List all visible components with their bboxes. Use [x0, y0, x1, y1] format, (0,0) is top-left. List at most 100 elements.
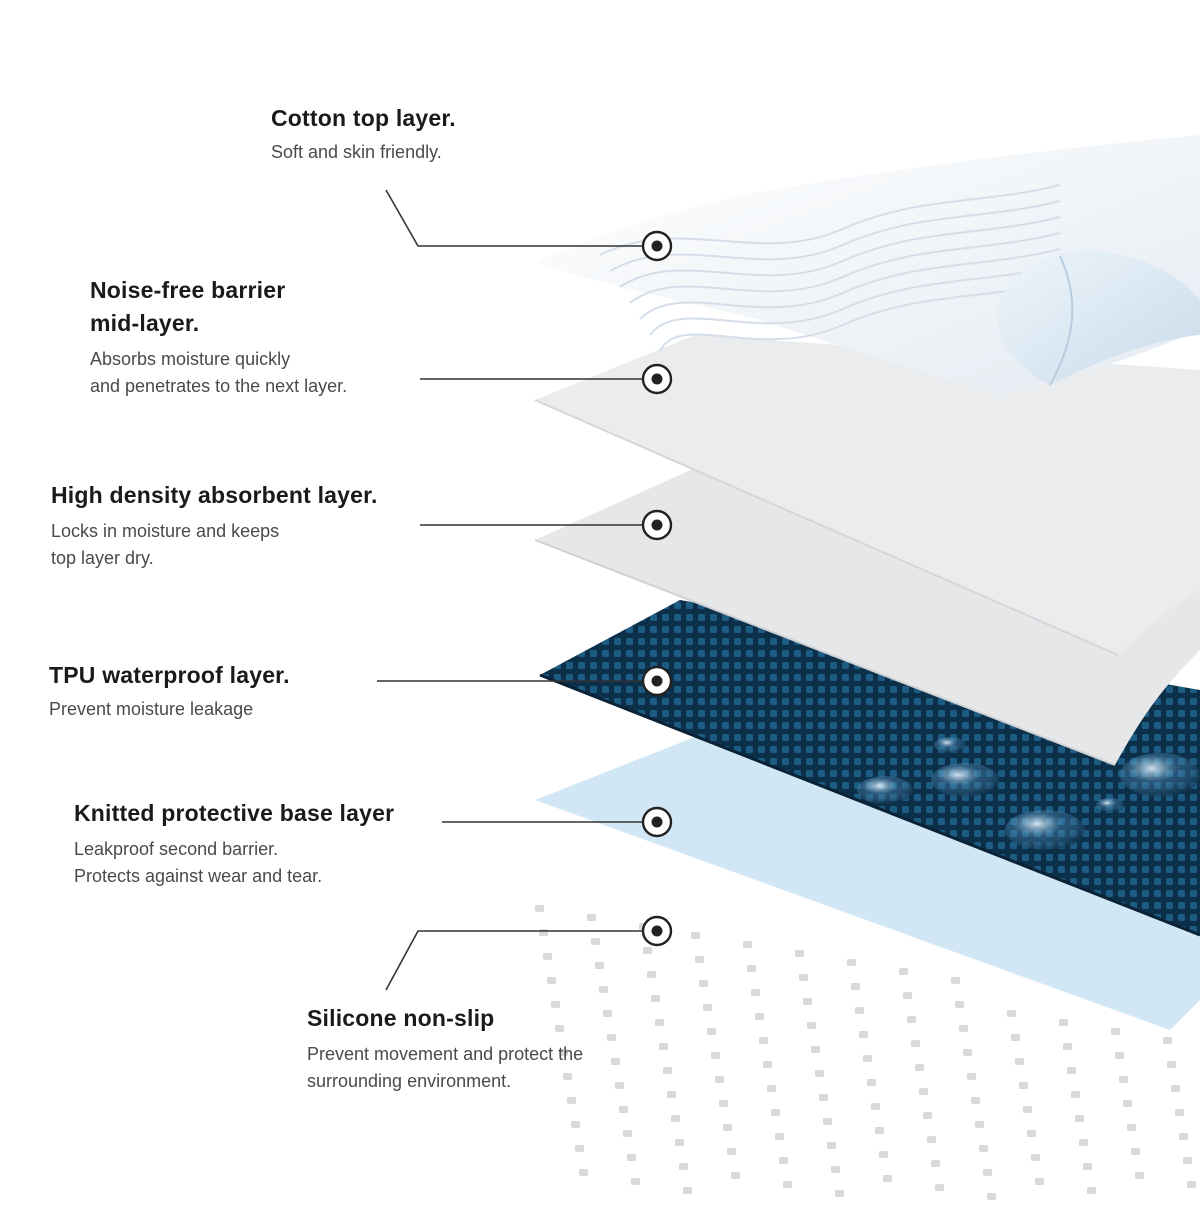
silicone-dot — [871, 1103, 880, 1110]
silicone-dot — [663, 1067, 672, 1074]
silicone-dot — [1119, 1076, 1128, 1083]
silicone-dot — [1135, 1172, 1144, 1179]
silicone-dot — [723, 1124, 732, 1131]
silicone-dot — [623, 1130, 632, 1137]
silicone-dot — [799, 974, 808, 981]
silicone-dot — [691, 932, 700, 939]
silicone-dot — [847, 959, 856, 966]
silicone-dot — [667, 1091, 676, 1098]
silicone-dot — [823, 1118, 832, 1125]
silicone-dot — [867, 1079, 876, 1086]
silicone-dot — [655, 1019, 664, 1026]
silicone-dot — [911, 1040, 920, 1047]
silicone-dot — [1027, 1130, 1036, 1137]
quilt-line — [659, 280, 1061, 352]
silicone-dot — [775, 1133, 784, 1140]
silicone-dot — [1067, 1067, 1076, 1074]
silicone-dot — [619, 1106, 628, 1113]
silicone-dot — [1167, 1061, 1176, 1068]
quilt-line — [649, 264, 1061, 336]
silicone-dot — [907, 1016, 916, 1023]
silicone-dot — [611, 1058, 620, 1065]
silicone-dot — [767, 1085, 776, 1092]
silicone-dot — [1031, 1154, 1040, 1161]
silicone-dot — [627, 1154, 636, 1161]
silicone-dot — [935, 1184, 944, 1191]
silicone-dot — [1059, 1019, 1068, 1026]
silicone-dot — [643, 947, 652, 954]
label-description: Soft and skin friendly. — [271, 142, 442, 162]
silicone-dot — [915, 1064, 924, 1071]
label-title: Cotton top layer. — [271, 105, 456, 131]
silicone-dot — [1175, 1109, 1184, 1116]
label-silicone-non-slip: Silicone non-slip Prevent movement and p… — [307, 1002, 583, 1095]
silicone-dot — [1083, 1163, 1092, 1170]
marker-dot-icon — [641, 806, 673, 838]
silicone-dot — [1111, 1028, 1120, 1035]
label-absorbent-layer: High density absorbent layer. Locks in m… — [51, 479, 378, 572]
silicone-dot — [755, 1013, 764, 1020]
silicone-dot — [711, 1052, 720, 1059]
silicone-dot — [899, 968, 908, 975]
silicone-dot — [547, 977, 556, 984]
silicone-dot — [747, 965, 756, 972]
silicone-dot — [759, 1037, 768, 1044]
silicone-dot — [659, 1043, 668, 1050]
silicone-dot — [851, 983, 860, 990]
silicone-dot — [675, 1139, 684, 1146]
silicone-dot — [607, 1034, 616, 1041]
silicone-dot — [1079, 1139, 1088, 1146]
silicone-dot — [559, 1049, 568, 1056]
label-knitted-base-layer: Knitted protective base layer Leakproof … — [74, 797, 394, 890]
silicone-dot — [539, 929, 548, 936]
quilt-line — [599, 184, 1061, 256]
silicone-dot — [1171, 1085, 1180, 1092]
label-noise-free-mid-layer: Noise-free barrier mid-layer. Absorbs mo… — [90, 274, 347, 400]
silicone-dot — [679, 1163, 688, 1170]
silicone-dot — [967, 1073, 976, 1080]
silicone-dot — [543, 953, 552, 960]
silicone-dot — [603, 1010, 612, 1017]
silicone-dot — [979, 1145, 988, 1152]
silicone-dot — [983, 1169, 992, 1176]
silicone-dot — [1075, 1115, 1084, 1122]
silicone-dot — [955, 1001, 964, 1008]
silicone-dot — [567, 1097, 576, 1104]
label-description: Leakproof second barrier. Protects again… — [74, 839, 323, 886]
silicone-dot — [855, 1007, 864, 1014]
silicone-dot — [743, 941, 752, 948]
silicone-dot — [571, 1121, 580, 1128]
label-cotton-top-layer: Cotton top layer. Soft and skin friendly… — [271, 102, 456, 166]
silicone-dot — [715, 1076, 724, 1083]
silicone-dot — [651, 995, 660, 1002]
silicone-dot — [1007, 1010, 1016, 1017]
silicone-dot — [587, 914, 596, 921]
silicone-dot — [1115, 1052, 1124, 1059]
silicone-dot — [807, 1022, 816, 1029]
silicone-dot — [975, 1121, 984, 1128]
silicone-dot — [1023, 1106, 1032, 1113]
silicone-dot — [599, 986, 608, 993]
quilt-line — [619, 216, 1061, 288]
silicone-dot — [751, 989, 760, 996]
mid-layer — [535, 335, 1200, 655]
silicone-dot — [963, 1049, 972, 1056]
silicone-dot — [815, 1070, 824, 1077]
marker-dot-icon — [641, 230, 673, 262]
leader-line-cotton — [385, 189, 645, 247]
silicone-dot — [671, 1115, 680, 1122]
silicone-dot — [595, 962, 604, 969]
silicone-dot — [859, 1031, 868, 1038]
silicone-dot — [1131, 1148, 1140, 1155]
knitted-base-layer — [535, 735, 1200, 1030]
silicone-dot — [1011, 1034, 1020, 1041]
silicone-dot — [555, 1025, 564, 1032]
silicone-dot — [811, 1046, 820, 1053]
label-description: Locks in moisture and keeps top layer dr… — [51, 521, 280, 568]
silicone-dot — [919, 1088, 928, 1095]
silicone-dot — [795, 950, 804, 957]
cotton-quilt-lines — [599, 184, 1061, 352]
silicone-dot — [803, 998, 812, 1005]
